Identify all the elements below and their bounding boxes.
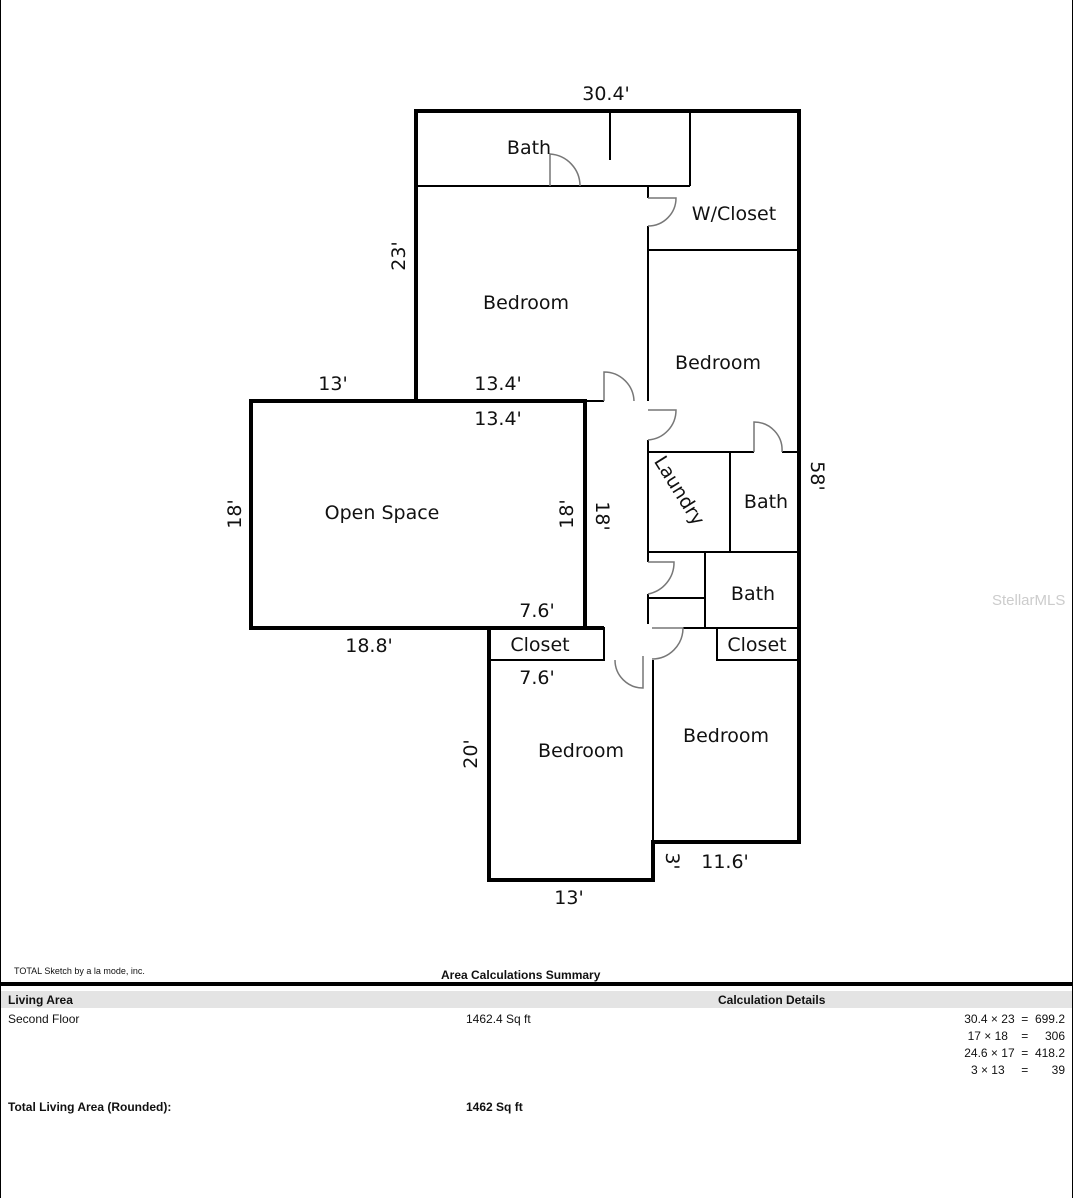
dimension-label: 30.4' [582,83,630,105]
dimension-label: 13.4' [474,408,522,430]
dimension-label: 3' [661,852,683,869]
dimension-label: 13' [554,887,583,909]
calculation-row: 24.6 × 17 = 418.2 [964,1046,1065,1060]
exterior-walls [249,109,801,882]
divider [0,982,1073,986]
room-label-closet: Closet [727,634,786,656]
living-area-header: Living Area [8,993,73,1007]
calculation-details-header: Calculation Details [718,993,826,1007]
floorplan-drawing: Bath W/Closet Bedroom Bedroom Open Space… [224,83,828,909]
dimension-label: 18' [224,499,246,528]
total-living-area-label: Total Living Area (Rounded): [8,1100,172,1114]
watermark: StellarMLS [992,592,1066,609]
floor-name: Second Floor [8,1012,80,1026]
room-labels: Bath W/Closet Bedroom Bedroom Open Space… [325,137,788,762]
room-label-bath: Bath [731,583,775,605]
dimension-label: 11.6' [701,851,749,873]
dimension-labels: 30.4' 23' 13' 13.4' 13.4' 58' 18' 18' 18… [224,83,828,909]
total-living-area-value: 1462 Sq ft [466,1100,523,1114]
floor-area: 1462.4 Sq ft [466,1012,531,1026]
room-label-laundry: Laundry [649,452,709,529]
room-label-bedroom: Bedroom [538,740,624,762]
calculation-row: 3 × 13 = 39 [970,1063,1065,1077]
room-label-bedroom: Bedroom [683,725,769,747]
room-label-open-space: Open Space [325,502,440,524]
room-label-bath: Bath [744,491,788,513]
area-calculations-summary: TOTAL Sketch by a la mode, inc. Area Cal… [0,960,1073,1200]
sketch-credit: TOTAL Sketch by a la mode, inc. [14,966,145,976]
header-band [0,991,1073,1008]
dimension-label: 58' [806,461,828,490]
room-label-w-closet: W/Closet [692,203,776,225]
dimension-label: 18.8' [345,635,393,657]
dimension-label: 7.6' [519,667,554,689]
door-swings [549,153,783,689]
dimension-label: 13.4' [474,373,522,395]
room-label-bedroom: Bedroom [483,292,569,314]
interior-walls [416,111,800,842]
summary-title: Area Calculations Summary [441,968,601,982]
dimension-label: 18' [591,501,613,530]
dimension-label: 13' [318,373,347,395]
dimension-label: 23' [388,241,410,270]
dimension-label: 7.6' [519,600,554,622]
dimension-label: 20' [460,739,482,768]
room-label-closet: Closet [510,634,569,656]
dimension-label: 18' [556,499,578,528]
calculation-row: 30.4 × 23 = 699.2 [964,1012,1065,1026]
room-label-bedroom: Bedroom [675,352,761,374]
room-label-bath: Bath [507,137,551,159]
calculation-row: 17 × 18 = 306 [967,1029,1065,1043]
